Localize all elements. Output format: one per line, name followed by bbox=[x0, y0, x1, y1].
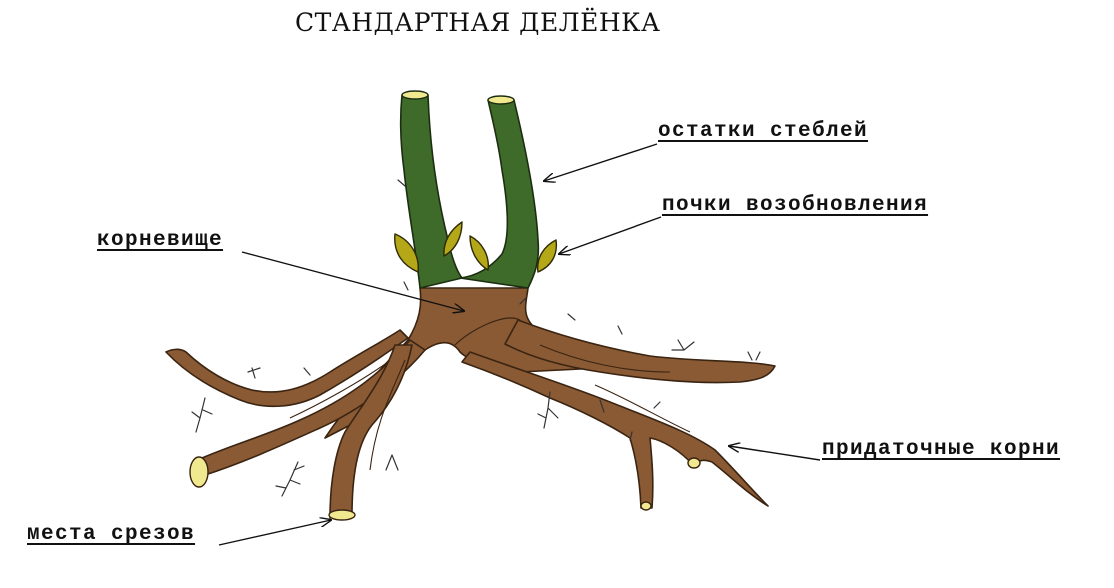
bud-1 bbox=[394, 233, 419, 273]
stem-right bbox=[459, 99, 540, 289]
stem-remnants bbox=[399, 94, 540, 289]
leader-buds bbox=[559, 216, 662, 254]
leader-rhizome bbox=[241, 251, 464, 311]
cut-end-left bbox=[189, 456, 209, 488]
cut-end-right bbox=[687, 457, 701, 469]
rhizome-and-roots bbox=[165, 287, 776, 519]
leader-cuts bbox=[218, 520, 331, 546]
label-rhizome: корневище bbox=[97, 229, 224, 252]
label-cuts: места срезов bbox=[27, 523, 196, 546]
leader-roots bbox=[729, 446, 821, 461]
diagram-title: СТАНДАРТНАЯ ДЕЛЁНКА bbox=[295, 8, 661, 37]
bud-3 bbox=[469, 235, 489, 271]
root-upper-left bbox=[165, 329, 409, 408]
cut-end-center bbox=[328, 509, 356, 521]
leader-lines bbox=[218, 143, 821, 546]
label-stems: остатки стеблей bbox=[658, 120, 869, 143]
rootlets bbox=[191, 179, 761, 497]
bud-2 bbox=[443, 221, 463, 257]
stem-cut-right bbox=[487, 95, 515, 105]
stem-cut-left bbox=[401, 90, 429, 100]
stem-cuts bbox=[401, 90, 515, 105]
label-roots: придаточные корни bbox=[822, 438, 1061, 461]
renewal-buds bbox=[394, 221, 558, 273]
bud-4 bbox=[537, 239, 558, 273]
label-buds: почки возобновления bbox=[662, 194, 929, 217]
cut-ends bbox=[189, 456, 701, 521]
leader-stems bbox=[544, 143, 658, 181]
root-right-long bbox=[504, 319, 776, 384]
root-grooves bbox=[289, 317, 691, 471]
cut-end-tip bbox=[640, 501, 652, 511]
